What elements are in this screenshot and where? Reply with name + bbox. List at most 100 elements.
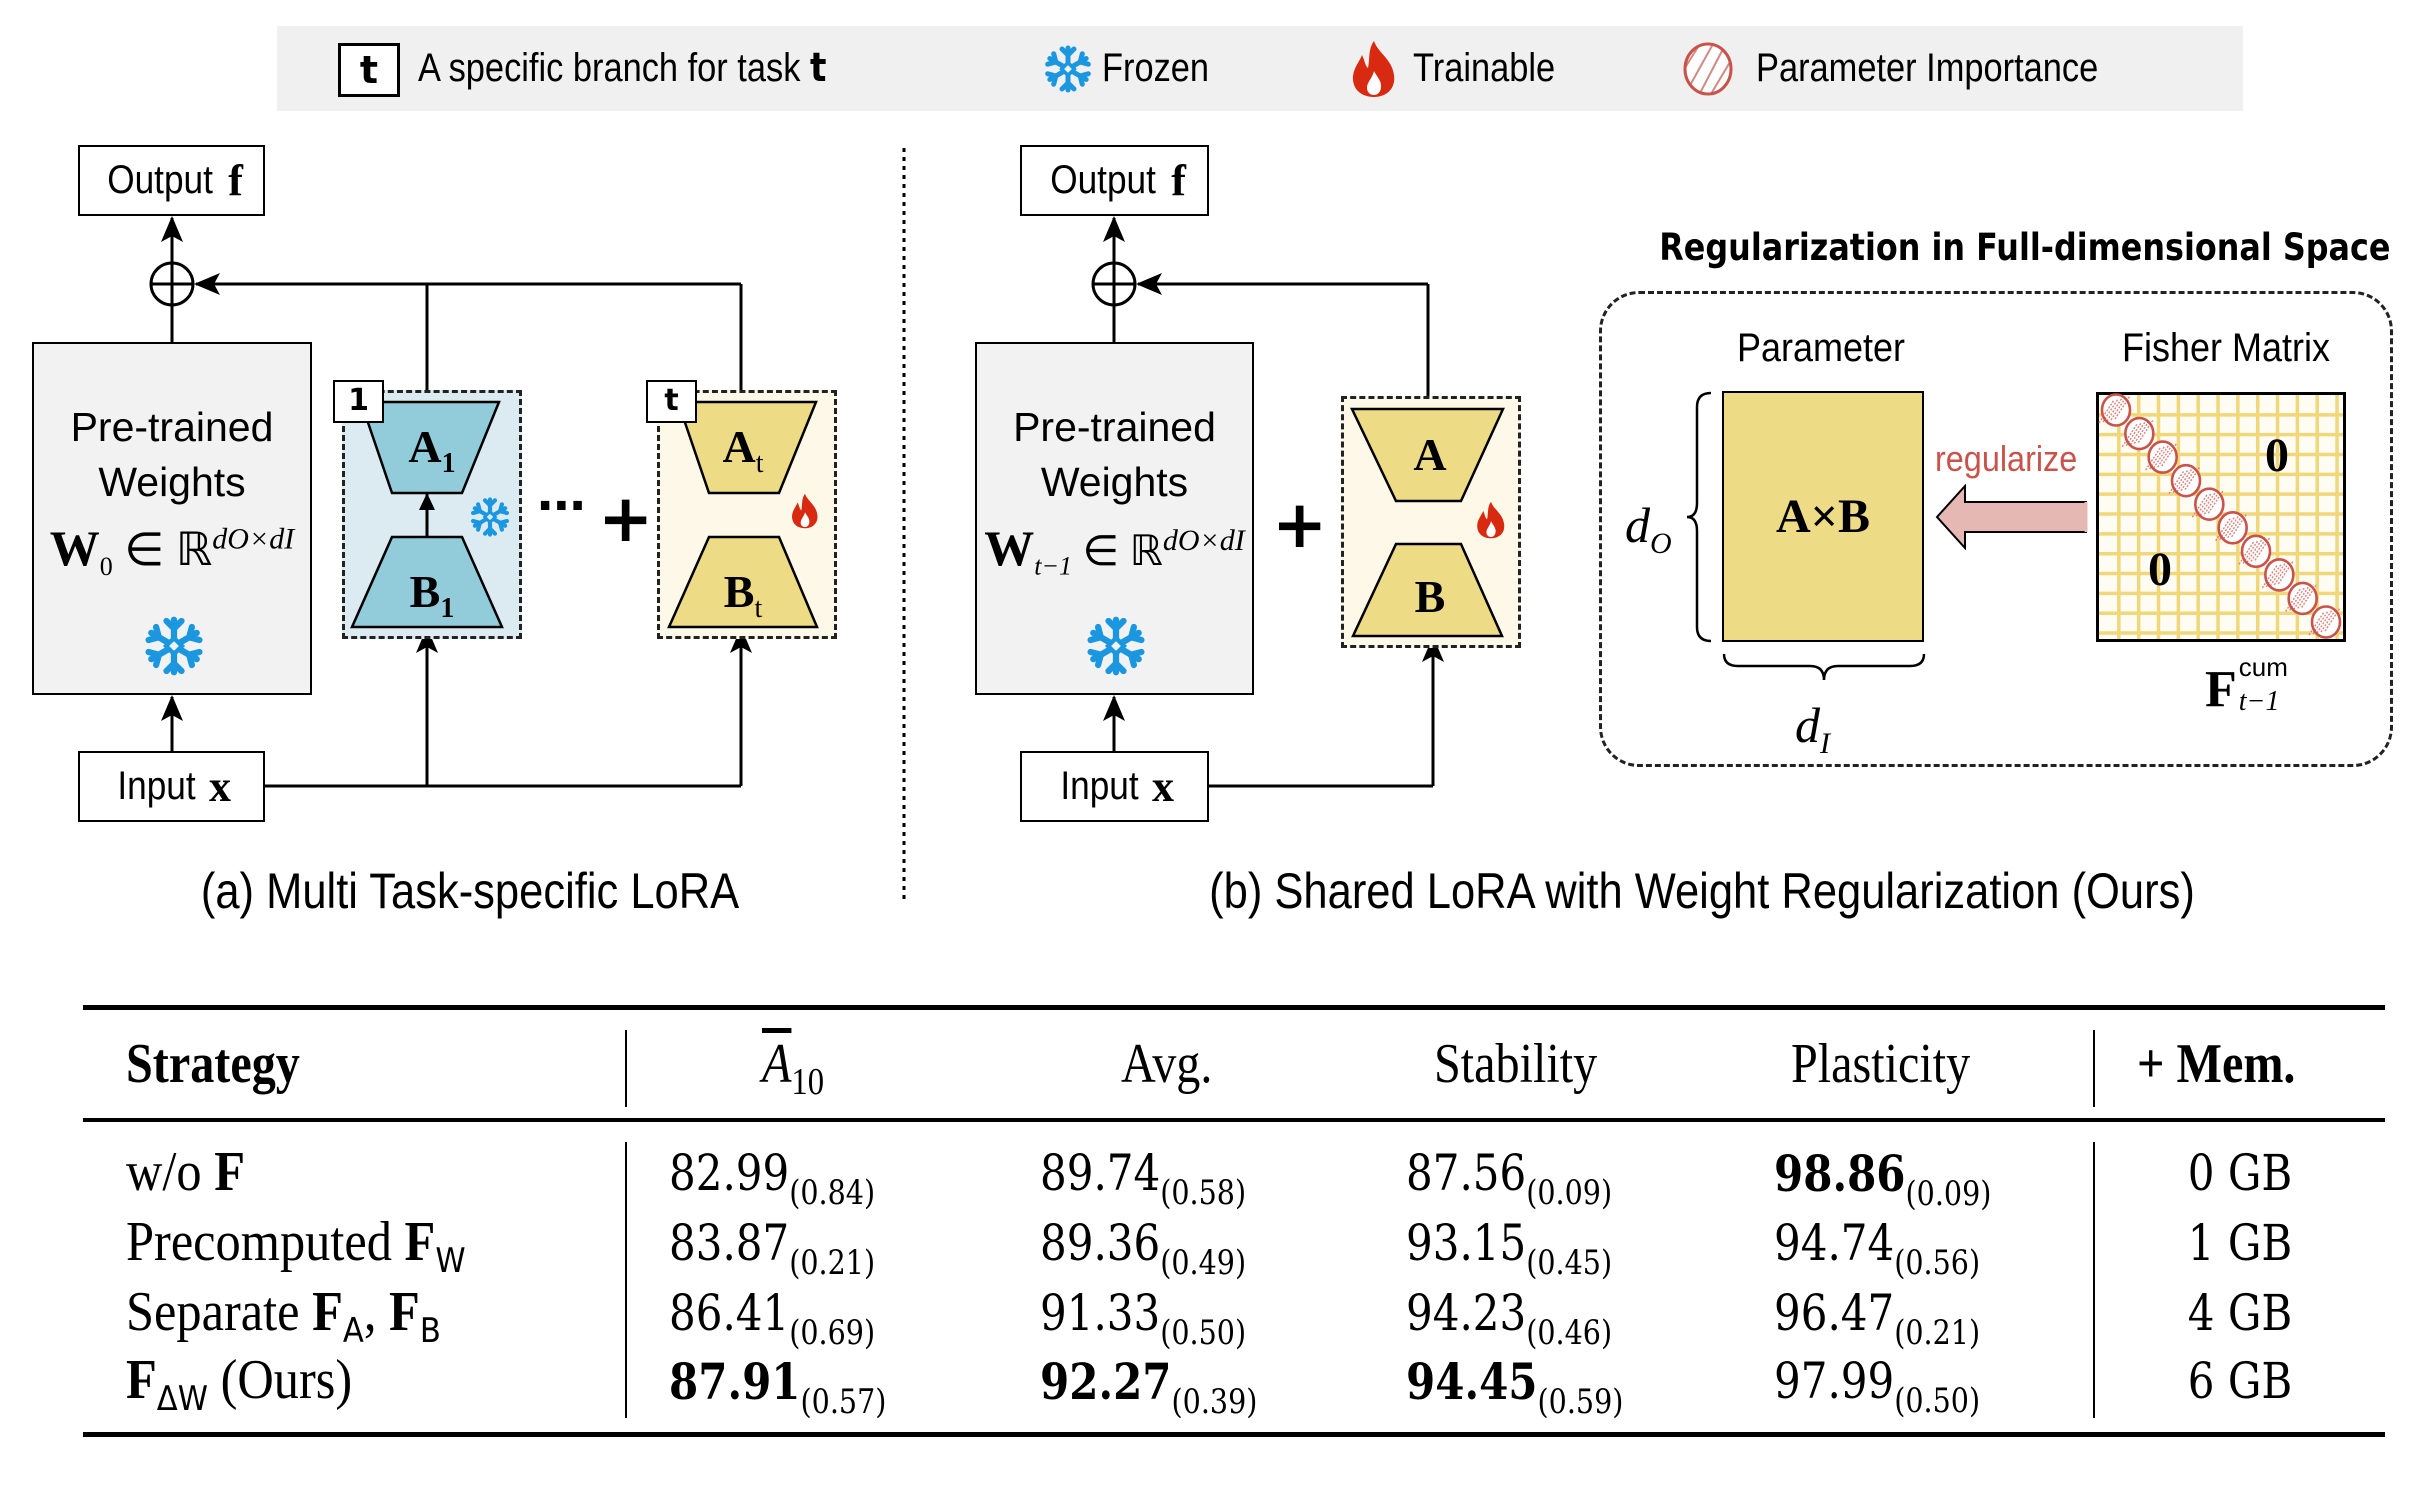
weights-line1: Pre-trained [1013,404,1216,450]
snowflake-icon [470,497,510,537]
snowflake-icon [1086,616,1146,676]
branch-1-modules [350,400,504,629]
importance-circle [2098,393,2132,427]
lora-a1-label: A1 [392,420,472,480]
bt-sub: t [754,593,763,625]
importance-circle [2308,605,2342,639]
input-symbol: x [1151,762,1174,811]
cell-avg: 89.36(0.49) [1040,1214,1247,1283]
cell-mem: 0 GB [2187,1144,2293,1202]
header-a10: A10 [762,1032,824,1104]
cell-a10: 83.87(0.21) [669,1214,876,1283]
weights-symbol: W [49,520,100,576]
flame-icon [1352,41,1395,97]
lora-b-label: B [1414,571,1446,622]
branch-ellipsis: ··· [536,478,587,534]
importance-circle [2168,463,2202,498]
snowflake-icon [144,616,204,676]
importance-circle [2285,581,2318,616]
task-branch-tag: t [338,43,400,97]
fisher-zero-upper: 0 [2265,429,2289,482]
panel-b-wires [1103,216,1444,788]
legend-frozen-label: Frozen [1102,46,1210,90]
table-divider [2093,1142,2095,1418]
header-strategy: Strategy [126,1033,300,1095]
dim-out-sub: O [1650,527,1672,560]
table-bottom-rule [83,1432,2385,1437]
header-mem: + Mem. [2137,1033,2296,1095]
table-divider [625,1142,627,1418]
hatched-circle-icon [1683,42,1733,96]
dim-out-d: d [1625,497,1650,553]
panel-a-pretrained-weights: Pre-trained Weights W0 ∈ ℝdO×dI [32,342,312,695]
a1-letter: A [408,421,442,472]
table-divider [2093,1030,2095,1107]
weights-space: ∈ ℝ [1082,529,1163,575]
input-label: Input [1060,764,1139,808]
cell-plasticity: 97.99(0.50) [1774,1352,1981,1421]
shared-lora-modules [1350,407,1505,638]
weights-subscript: t−1 [1034,551,1072,581]
row-label: FΔW (Ours) [126,1349,353,1420]
lora-b1-trapezoid [350,535,504,629]
snowflake-icon [1044,45,1092,93]
row-label: Separate FA, FB [126,1281,441,1352]
importance-circle [2261,558,2295,592]
parameter-matrix: A×B [1722,391,1924,642]
branch-t-tag: t [646,380,697,423]
panel-a-caption: (a) Multi Task-specific LoRA [200,863,740,919]
row-label: w/o F [126,1141,245,1203]
regularize-label: regularize [1935,438,2078,479]
legend-bar: t A specific branch for task t Frozen Tr… [277,26,2243,111]
shared-plus: + [1272,486,1328,563]
header-avg: Avg. [1121,1033,1213,1095]
importance-circle [2238,534,2272,569]
cell-a10: 87.91(0.57) [669,1352,887,1422]
fisher-sub: t−1 [2238,686,2280,717]
dim-in-label: dI [1795,696,1830,761]
table-mid-rule [83,1118,2385,1122]
weights-dims: dO×dI [1162,524,1245,557]
lora-bt-label: Bt [703,565,783,625]
b1-letter: B [409,566,441,617]
weights-line1: Pre-trained [70,404,274,450]
header-plasticity: Plasticity [1791,1033,1971,1095]
legend-branch-bold: t [809,45,827,91]
b1-sub: 1 [440,593,455,625]
cell-stability: 93.15(0.45) [1406,1214,1613,1283]
table-divider [625,1030,627,1107]
branch-plus: + [598,480,654,557]
lora-a1-trapezoid [359,400,501,495]
weights-subscript: 0 [99,552,113,582]
importance-circle [2191,487,2225,522]
fisher-zero-lower: 0 [2148,543,2172,596]
lora-a-trapezoid [1350,407,1505,503]
parameter-content: A×B [1775,490,1871,543]
fisher-label: Fisher Matrix [2121,326,2331,370]
lora-at-trapezoid [676,400,818,495]
cell-mem: 6 GB [2187,1352,2293,1410]
lora-at-label: At [703,420,783,480]
weights-line2: Weights [1040,459,1189,505]
input-symbol: x [208,762,231,811]
dim-in-d: d [1795,697,1820,753]
output-label: Output [107,158,213,202]
legend-importance-label: Parameter Importance [1756,46,2099,90]
cell-plasticity: 96.47(0.21) [1774,1284,1981,1353]
output-symbol: f [1171,156,1186,205]
branch-t-modules [667,400,819,629]
at-letter: A [722,421,756,472]
cell-mem: 4 GB [2187,1284,2293,1342]
regularization-title: Regularization in Full-dimensional Space [1659,226,2391,269]
cell-plasticity: 98.86(0.09) [1774,1144,1992,1214]
panel-b-oplus [1091,261,1137,307]
weights-space: ∈ ℝ [124,524,213,575]
importance-circle [2215,510,2248,545]
panel-b-caption: (b) Shared LoRA with Weight Regularizati… [1209,863,2195,919]
cell-a10: 82.99(0.84) [669,1144,876,1213]
